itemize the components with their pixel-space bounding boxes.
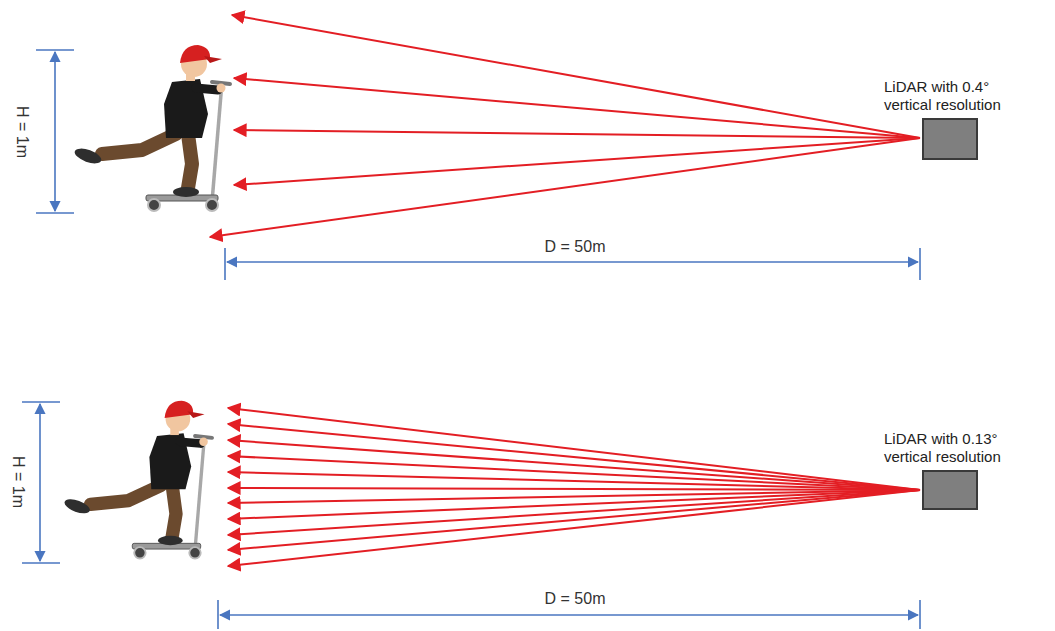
laser-ray — [234, 78, 920, 138]
dimension-tick — [919, 248, 921, 280]
dimension-lines — [22, 402, 920, 629]
laser-ray — [228, 488, 920, 490]
height-dimension: H = 1m — [13, 104, 32, 160]
laser-rays — [228, 408, 920, 566]
laser-ray — [228, 440, 920, 490]
dimension-line — [39, 404, 41, 561]
distance-dimension: D = 50m — [543, 237, 608, 256]
distance-dimension: D = 50m — [543, 589, 608, 608]
lidar-sensor: LiDAR with 0.4° vertical resolution — [884, 78, 1034, 160]
dimension-lines — [36, 50, 920, 280]
laser-ray — [234, 130, 920, 138]
dimension-tick — [36, 49, 74, 51]
laser-ray — [228, 490, 920, 566]
dimension-line — [220, 614, 918, 616]
laser-ray — [232, 15, 920, 138]
dimension-tick — [224, 248, 226, 280]
sensor-label: LiDAR with 0.4° vertical resolution — [884, 78, 1034, 114]
laser-ray — [228, 424, 920, 490]
dimension-tick — [36, 212, 74, 214]
dimension-tick — [22, 562, 60, 564]
child-on-scooter — [63, 401, 212, 559]
laser-ray — [210, 138, 920, 237]
laser-ray — [228, 456, 920, 490]
dimension-line — [227, 261, 918, 263]
laser-ray — [228, 408, 920, 490]
laser-rays — [210, 15, 920, 237]
sensor-box — [922, 470, 978, 510]
sensor-label: LiDAR with 0.13° vertical resolution — [884, 430, 1034, 466]
height-dimension: H = 1m — [9, 454, 28, 510]
laser-ray — [234, 138, 920, 185]
laser-ray — [228, 490, 920, 550]
dimension-tick — [217, 600, 219, 629]
sensor-box — [922, 118, 978, 160]
child-on-scooter — [73, 45, 230, 211]
dimension-line — [54, 52, 56, 211]
dimension-tick — [919, 600, 921, 629]
laser-ray — [228, 472, 920, 490]
lidar-sensor: LiDAR with 0.13° vertical resolution — [884, 430, 1034, 510]
dimension-tick — [22, 401, 60, 403]
laser-ray — [228, 490, 920, 519]
